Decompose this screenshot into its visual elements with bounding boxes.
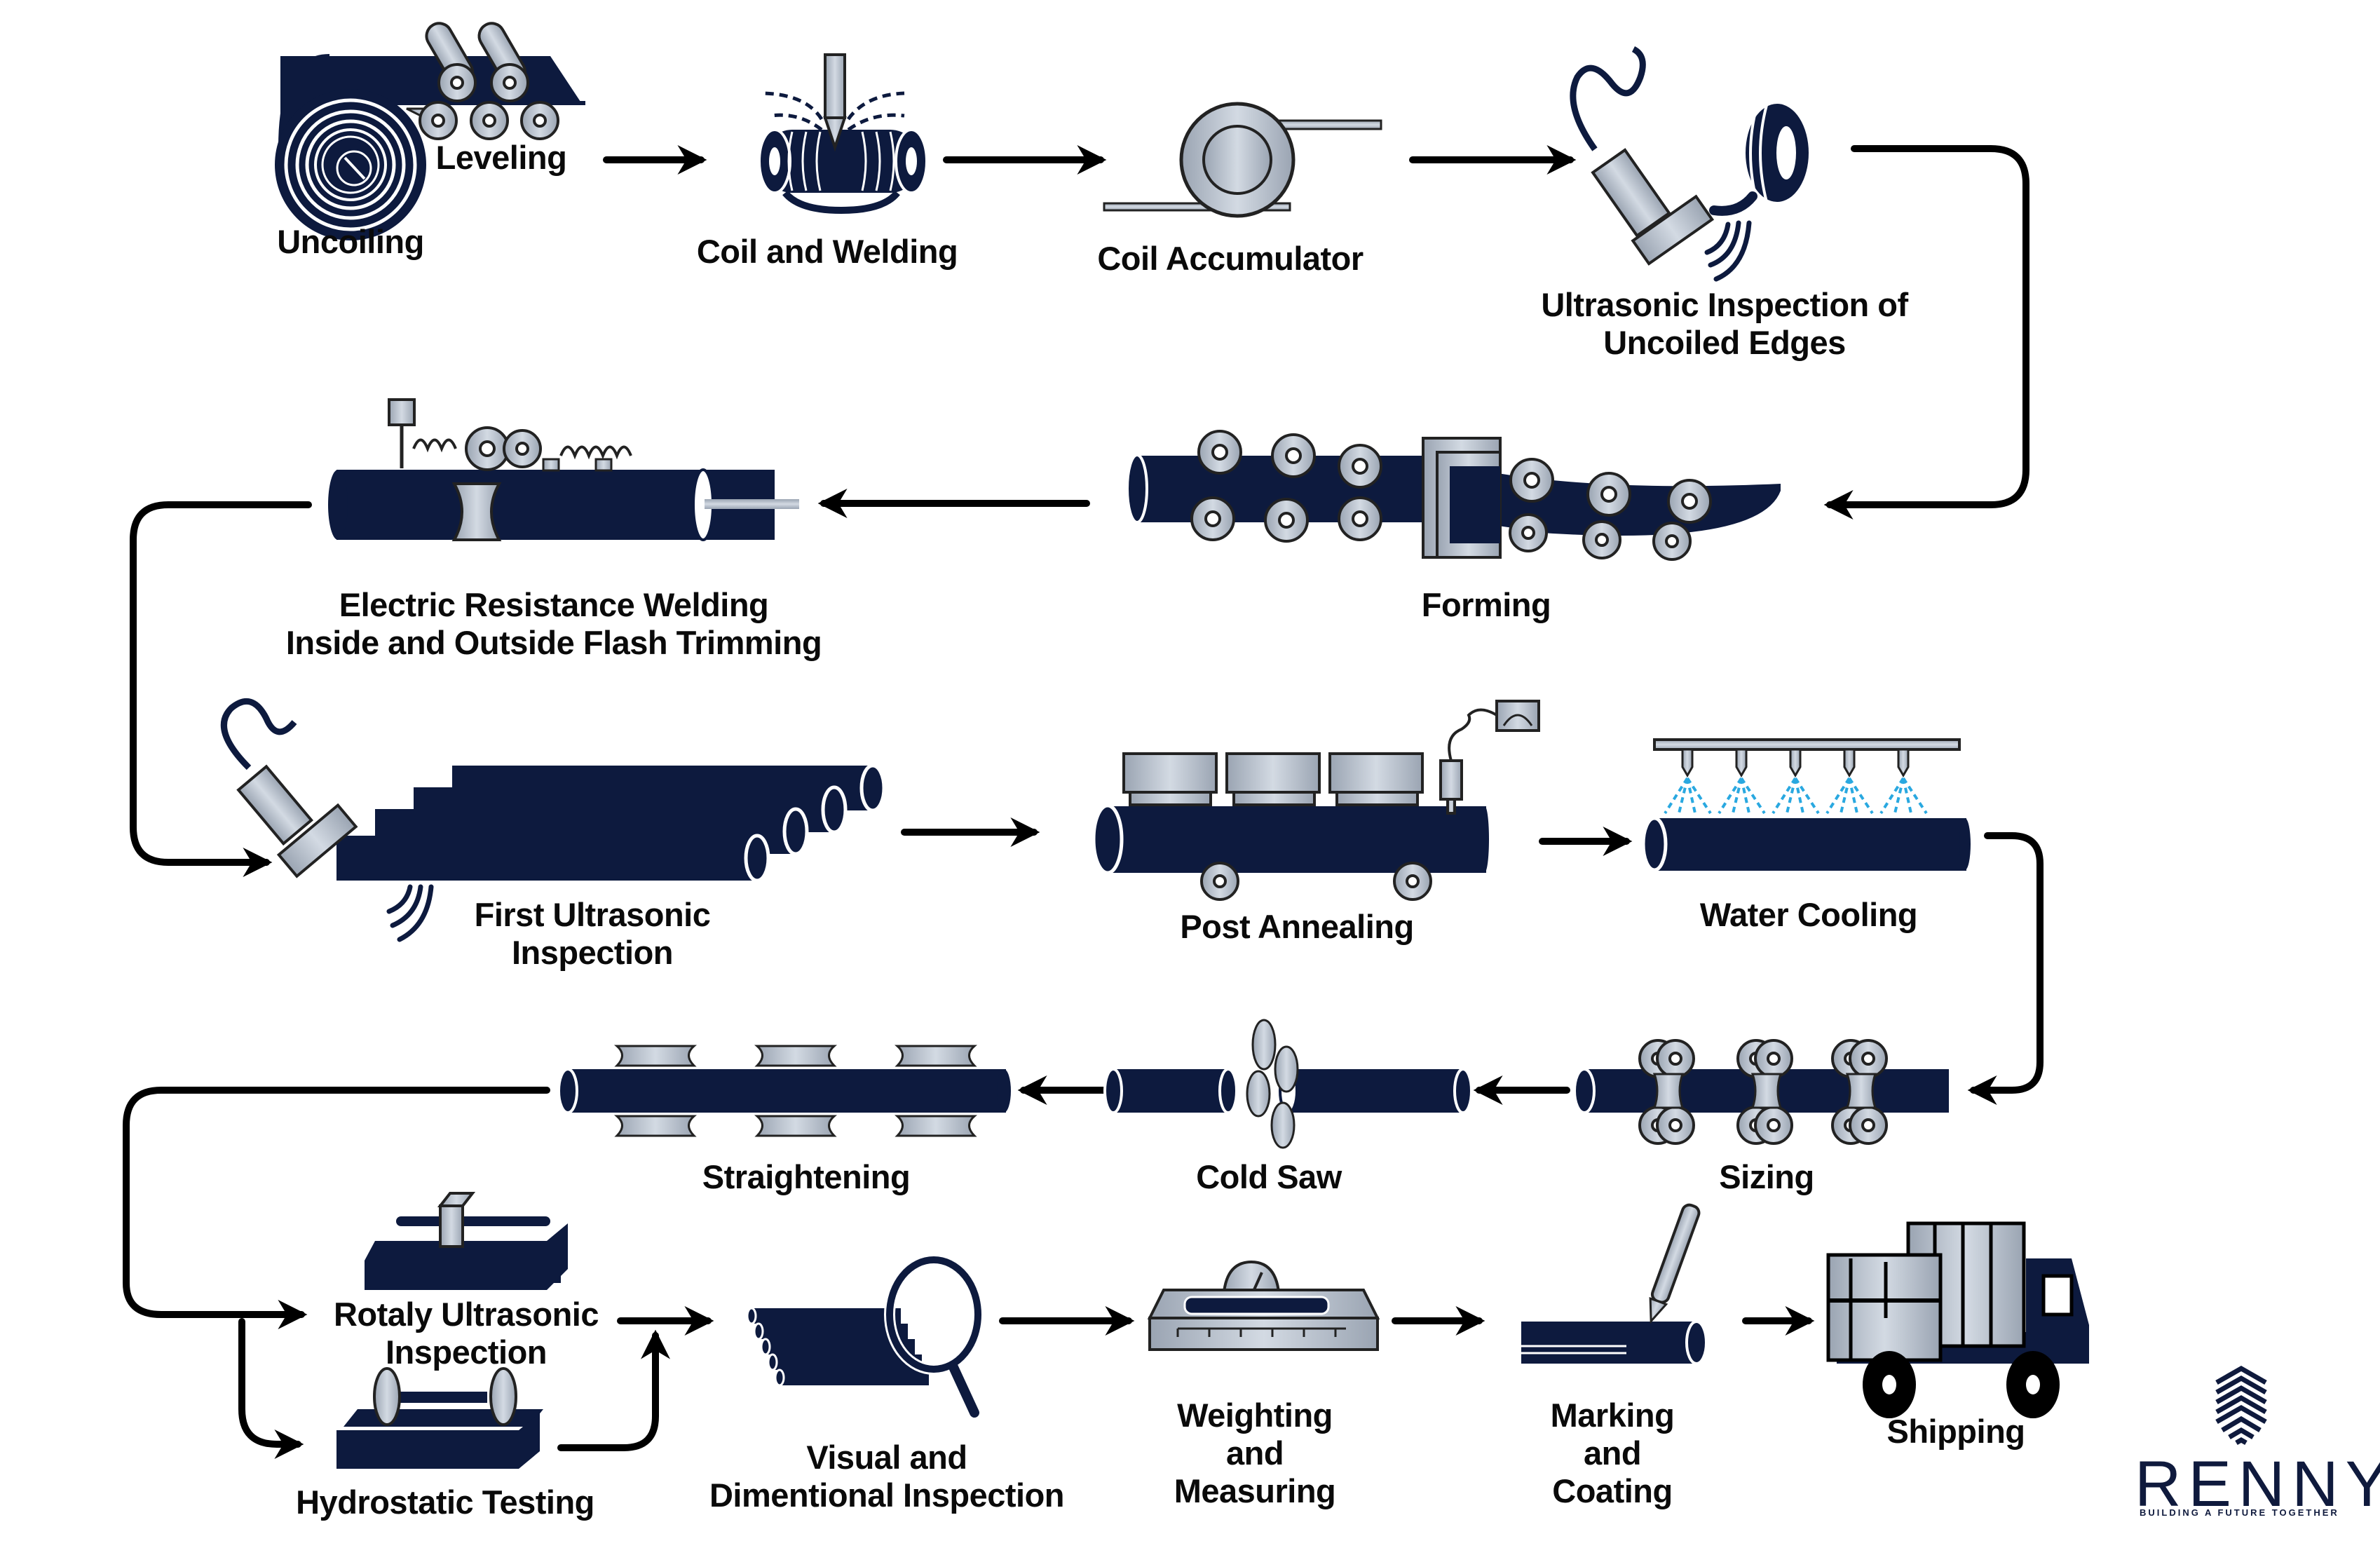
- logo-wordmark: RENNY: [2135, 1448, 2380, 1520]
- arrow-branch-to-hydrostatic: [238, 1318, 304, 1459]
- step-label-weighing: Weighting and Measuring: [1174, 1397, 1336, 1509]
- arrow-ultrasonic-to-forming: [1823, 145, 2029, 520]
- step-label-water-cooling: Water Cooling: [1699, 896, 1918, 933]
- ultrasonic-probe-pipes-icon: [220, 698, 886, 942]
- annealing-pipe-icon: [1092, 700, 1540, 901]
- spray-nozzles: [1681, 748, 1910, 778]
- step-label-sizing: Sizing: [1719, 1158, 1814, 1195]
- straightening-rollers-icon: [557, 1045, 1011, 1137]
- logo-tagline: BUILDING A FUTURE TOGETHER: [2140, 1507, 2339, 1518]
- flow-arrows: [123, 145, 2044, 1459]
- truck-icon: [1826, 1221, 2089, 1418]
- step-label-rotary-ultrasonic: Rotaly Ultrasonic Inspection: [333, 1296, 599, 1371]
- arrow-cooling-to-sizing: [1967, 832, 2044, 1105]
- step-label-coil-accumulator: Coil Accumulator: [1097, 240, 1364, 277]
- coil-accumulator-icon: [1103, 102, 1382, 218]
- step-label-coil-welding: Coil and Welding: [696, 233, 958, 270]
- cold-saw-icon: [1103, 1019, 1473, 1149]
- leveling-rollers-icon: [406, 22, 559, 140]
- arrow-straightening-to-testing: [123, 1087, 550, 1329]
- step-label-first-ultrasonic: First Ultrasonic Inspection: [474, 896, 711, 971]
- water-spray: [1664, 777, 1928, 815]
- step-label-post-annealing: Post Annealing: [1180, 908, 1414, 945]
- forming-stand: [1422, 437, 1502, 559]
- step-label-forming: Forming: [1421, 586, 1551, 623]
- erw-welding-icon: [328, 398, 799, 541]
- step-label-erw: Electric Resistance Welding Inside and O…: [285, 586, 822, 661]
- step-label-ultrasonic-edges: Ultrasonic Inspection of Uncoiled Edges: [1541, 286, 1908, 361]
- step-label-marking: Marking and Coating: [1550, 1397, 1675, 1509]
- step-label-visual: Visual and Dimentional Inspection: [709, 1439, 1065, 1514]
- step-label-hydrostatic: Hydrostatic Testing: [296, 1483, 594, 1521]
- ultrasonic-probe-coil-icon: [1570, 46, 1809, 282]
- renny-logo-icon: [2215, 1365, 2267, 1446]
- step-label-cold-saw: Cold Saw: [1196, 1158, 1342, 1195]
- step-label-leveling: Leveling: [435, 139, 567, 176]
- water-spray-icon: [1641, 738, 1971, 872]
- marking-pen-icon: [1521, 1203, 1708, 1365]
- magnifier-pipes-icon: [746, 1254, 984, 1418]
- weighing-scale-icon: [1147, 1260, 1380, 1351]
- coil-welding-icon: [758, 53, 928, 215]
- step-label-straightening: Straightening: [702, 1158, 911, 1195]
- sizing-rollers-icon: [1573, 1039, 1949, 1145]
- step-label-uncoiling: Uncoiling: [277, 223, 424, 260]
- hydrostatic-test-icon: [336, 1367, 543, 1469]
- rotary-ultrasonic-icon: [365, 1192, 568, 1290]
- step-label-shipping: Shipping: [1886, 1413, 2025, 1450]
- arrow-hydrostatic-to-visual: [557, 1329, 670, 1451]
- forming-rollers-icon: [1126, 430, 1781, 561]
- arrow-erw-to-first-ultrasonic: [130, 501, 312, 877]
